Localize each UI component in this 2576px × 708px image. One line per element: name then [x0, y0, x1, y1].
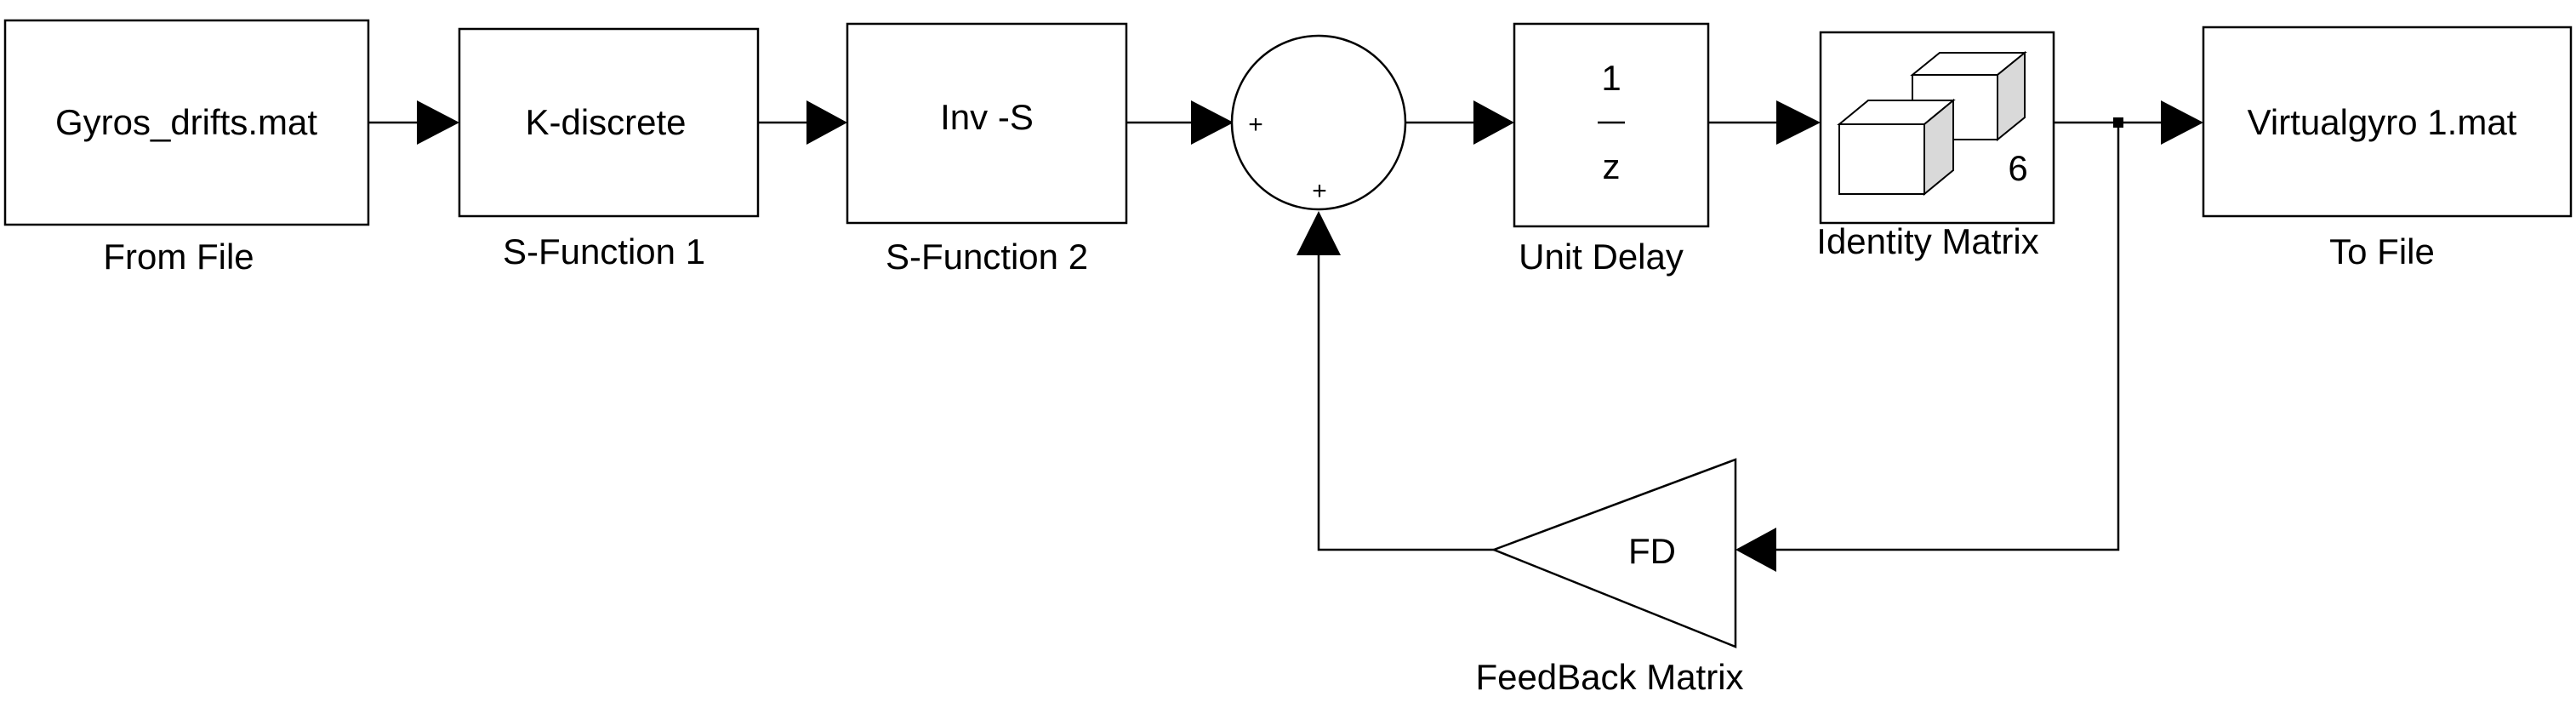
unit-delay-caption: Unit Delay [1519, 237, 1684, 277]
arrow-into-delay [1473, 100, 1514, 145]
sfunction2-block[interactable]: Inv -S [846, 22, 1128, 225]
identity-matrix-value: 6 [2008, 148, 2027, 188]
arrowheads [417, 100, 2203, 572]
line-branch-to-feedback [1776, 123, 2120, 551]
sfunction1-label: K-discrete [525, 102, 686, 142]
arrow-into-sfun2 [806, 100, 847, 145]
feedback-gain-label: FD [1628, 531, 1676, 571]
sum-block[interactable]: + + [1230, 34, 1407, 211]
from-file-caption: From File [103, 237, 254, 277]
identity-matrix-caption: Identity Matrix [1816, 221, 2038, 261]
unit-delay-denominator: z [1603, 146, 1621, 186]
to-file-label: Virtualgyro 1.mat [2248, 102, 2517, 142]
arrow-into-feedback [1735, 528, 1776, 572]
identity-matrix-block[interactable]: 6 [1819, 31, 2055, 225]
sum-sign-left: + [1248, 111, 1263, 139]
arrow-into-sum [1191, 100, 1234, 145]
arrow-into-sum-bottom [1297, 211, 1341, 255]
sfunction2-label: Inv -S [940, 97, 1034, 137]
unit-delay-numerator: 1 [1601, 58, 1621, 98]
unit-delay-block[interactable]: 1 z [1513, 22, 1710, 228]
sum-sign-bottom: + [1312, 177, 1327, 205]
signal-lines [368, 121, 2161, 551]
from-file-label: Gyros_drifts.mat [55, 102, 317, 142]
to-file-caption: To File [2329, 231, 2435, 271]
identity-matrix-icon [1837, 50, 2027, 197]
branch-point [2113, 117, 2123, 128]
to-file-block[interactable]: Virtualgyro 1.mat [2202, 26, 2573, 218]
sfunction1-block[interactable]: K-discrete [458, 27, 760, 218]
line-feedback-to-sum [1317, 255, 1494, 551]
feedback-gain-caption: FeedBack Matrix [1475, 657, 1743, 697]
from-file-block[interactable]: Gyros_drifts.mat [3, 19, 370, 226]
sfunction1-caption: S-Function 1 [503, 231, 705, 271]
arrow-into-sfun1 [417, 100, 459, 145]
arrow-into-tofile [2161, 100, 2203, 145]
arrow-into-identity [1776, 100, 1821, 145]
sfunction2-caption: S-Function 2 [886, 237, 1088, 277]
feedback-gain-block[interactable]: FD [1490, 458, 1737, 648]
